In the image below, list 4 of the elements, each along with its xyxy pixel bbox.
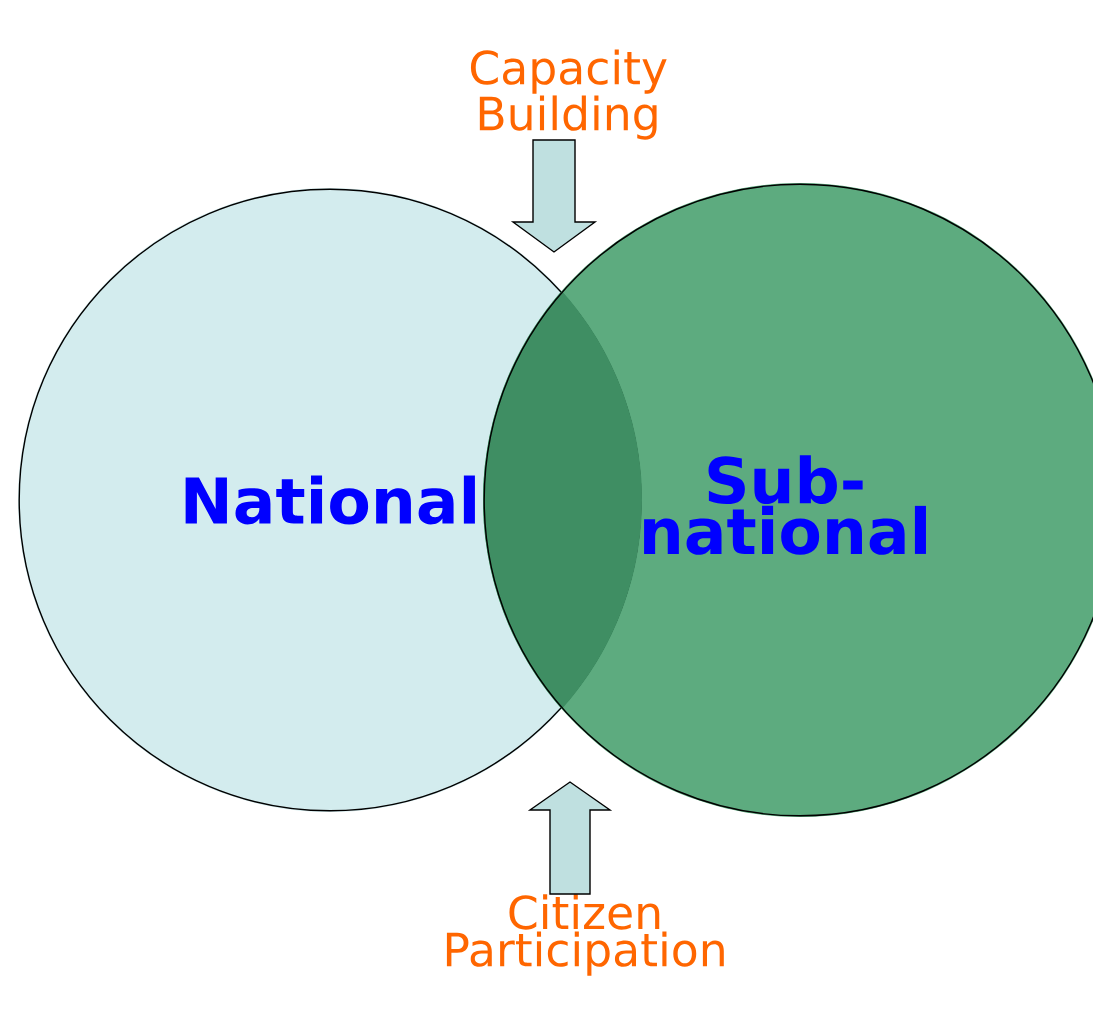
label-text: Citizen Participation [446, 894, 724, 976]
label-text: Capacity Building [470, 49, 667, 140]
block-arrow [527, 781, 613, 895]
block-arrow [510, 139, 598, 253]
